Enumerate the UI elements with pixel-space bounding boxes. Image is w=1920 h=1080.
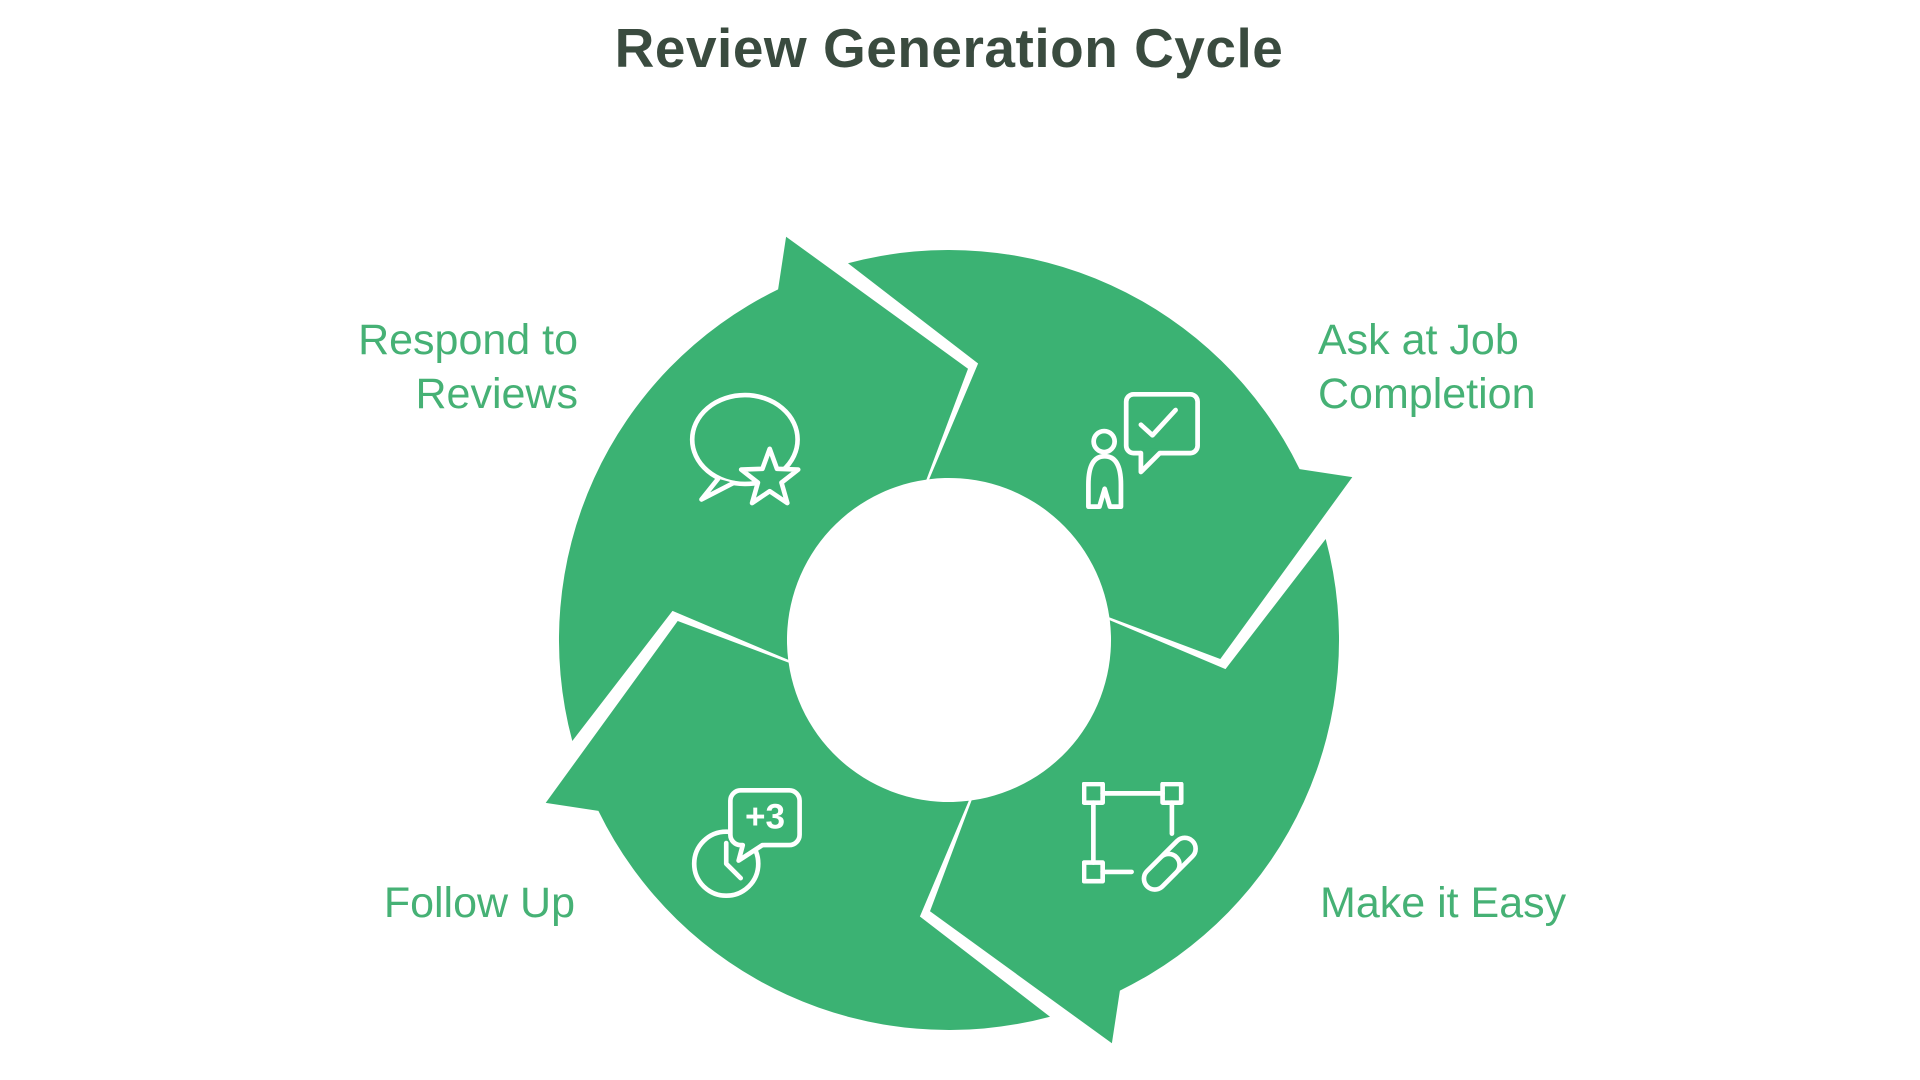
step-label-line: Reviews	[415, 370, 579, 418]
step-label-make-it-easy: Make it Easy	[1320, 876, 1566, 930]
cycle-ring	[545, 236, 1353, 1044]
selection-frame-link-icon	[1082, 782, 1198, 892]
person-check-bubble-icon	[1086, 391, 1200, 510]
clock-badge-text: +3	[745, 798, 785, 837]
step-label-ask-at-job-completion: Ask at Job Completion	[1318, 313, 1536, 421]
step-label-respond-to-reviews: Respond to Reviews	[358, 313, 578, 421]
step-label-line: Completion	[1318, 370, 1536, 418]
step-label-line: Make it Easy	[1320, 879, 1567, 927]
step-label-line: Ask at Job	[1318, 316, 1519, 364]
step-label-line: Respond to	[358, 316, 578, 364]
clock-reminder-icon: +3	[691, 788, 802, 899]
step-label-follow-up: Follow Up	[384, 876, 575, 930]
page-title: Review Generation Cycle	[614, 17, 1284, 79]
chat-star-icon	[689, 392, 801, 506]
step-label-line: Follow Up	[383, 879, 575, 927]
